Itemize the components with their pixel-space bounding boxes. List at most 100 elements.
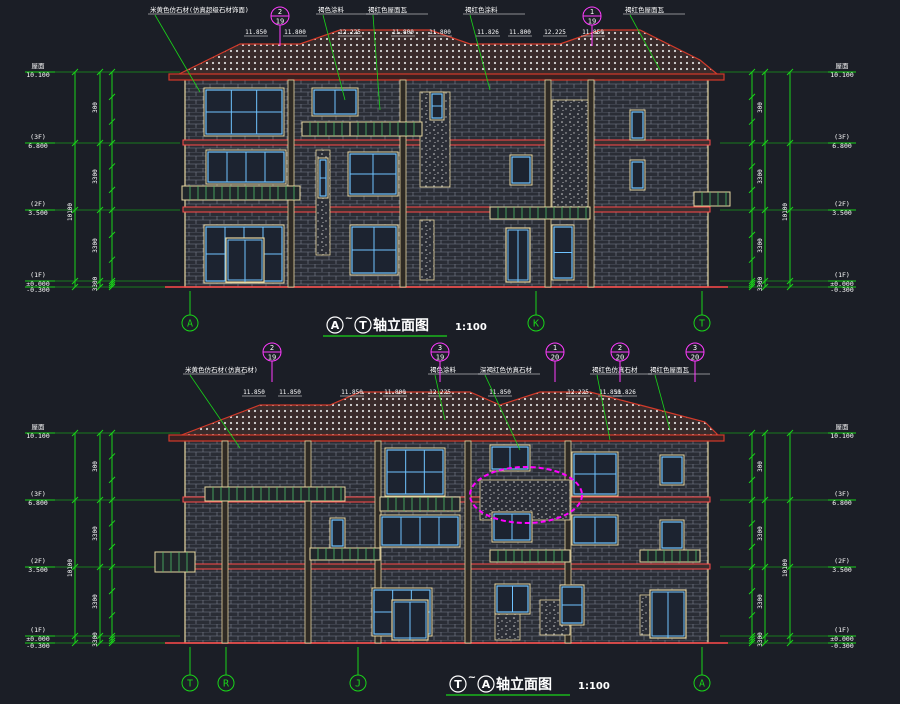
detail-callout-number: 1: [553, 344, 557, 352]
dimension-tick: [108, 163, 116, 170]
dimension-tick: [748, 206, 756, 214]
level-name: 屋面: [32, 423, 46, 431]
dimension-tick: [108, 563, 116, 571]
level-name: (2F): [30, 557, 46, 565]
dimension-tick: [108, 206, 116, 214]
dimension-tick: [786, 639, 794, 647]
dimension-tick: [748, 611, 756, 619]
detail-callout-number: 2: [278, 8, 282, 16]
grid-axis-bubble: [181, 314, 199, 332]
grid-axis-label: R: [223, 679, 230, 690]
dimension-tick: [748, 496, 756, 504]
level-value: ±0.000: [26, 280, 50, 288]
level-value: 3.500: [832, 566, 852, 574]
dimension-tick: [108, 231, 116, 239]
note-leader: [469, 14, 491, 91]
level-value: 10.100: [830, 432, 854, 440]
dimension-tick: [108, 635, 116, 642]
dimension-tick: [748, 635, 756, 642]
elevation-label: 11.850: [599, 389, 621, 396]
caption-title: 轴立面图: [496, 676, 552, 693]
level-value: ±0.000: [26, 635, 50, 643]
dimension-tick: [748, 277, 756, 285]
dimension-tick: [96, 632, 104, 640]
stone-cladding: [419, 219, 435, 281]
roof-eave: [168, 434, 725, 442]
material-note: 褐色涂料: [318, 5, 345, 14]
dimension-value: 3300: [92, 169, 99, 184]
material-note: 褐红色屋面瓦: [625, 5, 665, 14]
revision-cloud: [469, 466, 583, 524]
window-glass: [661, 456, 683, 484]
balcony-railing: [301, 121, 353, 137]
dimension-tick: [748, 281, 756, 289]
dimension-tick: [786, 139, 794, 147]
note-leader: [629, 14, 661, 71]
pilaster: [399, 79, 407, 288]
elevation-label: 11.826: [477, 29, 499, 36]
window-glass: [511, 156, 531, 184]
note-leader: [189, 374, 241, 449]
dimension-tick: [748, 256, 756, 264]
dimension-total-value: 10100: [782, 559, 789, 577]
detail-callout-number: 1: [590, 8, 594, 16]
level-value: 6.800: [832, 142, 852, 150]
dimension-tick: [108, 281, 116, 289]
caption-scale: 1:100: [578, 681, 610, 692]
grid-axis-label: T: [699, 319, 705, 330]
level-name: (2F): [30, 200, 46, 208]
window-frame: [659, 454, 685, 486]
dimension-tick: [761, 206, 769, 214]
caption-axis-bubble: [477, 675, 495, 693]
detail-callout-sheet: 19: [268, 354, 276, 362]
dimension-tick: [96, 139, 104, 147]
balcony-railing: [349, 121, 423, 137]
level-value: 6.800: [832, 499, 852, 507]
level-name: (3F): [834, 490, 850, 498]
elevation-label: 11.800: [429, 29, 451, 36]
grid-axis-label: J: [355, 679, 361, 690]
grid-axis-bubble: [693, 314, 711, 332]
grid-axis-bubble: [527, 314, 545, 332]
grid-axis-bubble: [217, 674, 235, 692]
grid-axis-bubble: [181, 674, 199, 692]
dimension-tick: [761, 639, 769, 647]
level-value: 3.500: [28, 209, 48, 217]
dimension-tick: [748, 639, 756, 647]
elevation-a-t: 屋面10.100(3F)6.800(2F)3.500(1F)±0.000-0.3…: [25, 5, 856, 337]
elevation-label: 12.225: [339, 29, 361, 36]
roof-eave: [168, 73, 725, 81]
dimension-value: 300: [92, 461, 99, 472]
elevation-label: 11.826: [614, 389, 636, 396]
dimension-value: 3300: [92, 594, 99, 609]
level-name: (1F): [30, 626, 46, 634]
dimension-tick: [71, 139, 79, 147]
dimension-tick: [748, 231, 756, 239]
dimension-total-value: 10100: [782, 203, 789, 221]
dimension-value: 3300: [92, 238, 99, 253]
balcony-railing: [693, 191, 731, 207]
dimension-tick: [748, 283, 756, 291]
elevation-label: 11.850: [243, 389, 265, 396]
dimension-tick: [108, 520, 116, 527]
dimension-tick: [761, 139, 769, 147]
detail-callout-sheet: 20: [551, 354, 559, 362]
dimension-tick: [786, 429, 794, 437]
level-value: -0.300: [830, 642, 854, 650]
dimension-tick: [71, 68, 79, 76]
dimension-value: 3300: [92, 632, 99, 647]
window-glass: [661, 521, 683, 549]
floor-band: [182, 563, 711, 570]
dimension-tick: [96, 206, 104, 214]
dimension-tick: [108, 277, 116, 285]
level-value: 3.500: [832, 209, 852, 217]
dimension-value: 3300: [92, 526, 99, 541]
door-glass: [507, 229, 529, 281]
dimension-tick: [108, 587, 116, 595]
dimension-total-value: 10100: [67, 203, 74, 221]
dimension-tick: [108, 279, 116, 287]
detail-callout-sheet: 20: [691, 354, 699, 362]
grid-axis-label: T: [187, 679, 193, 690]
